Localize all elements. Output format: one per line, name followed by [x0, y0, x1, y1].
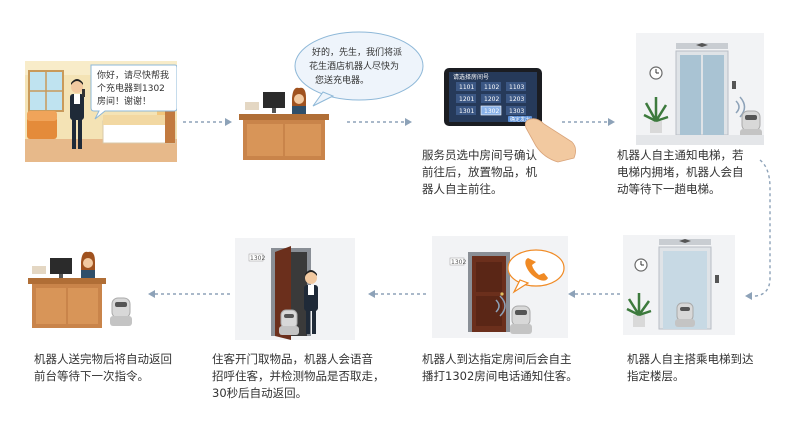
caption-phone-guest: 机器人到达指定房间后会自主 播打1302房间电话通知住客。 — [422, 351, 578, 385]
room-1102[interactable]: 1102 — [484, 84, 499, 91]
caption-guest-pickup-line-1: 住客开门取物品，机器人会语音 — [212, 352, 373, 366]
caption-ride-elevator: 机器人自主搭乘电梯到达 指定楼层。 — [627, 351, 754, 385]
tablet-scene: 请选择房间号 1101 1102 1103 1201 1202 1203 130… — [440, 62, 580, 164]
guest-speech-line-2: 个充电器到1302 — [97, 82, 165, 94]
caption-select-room-line-2: 前往后，放置物品，机 — [422, 165, 537, 179]
tablet-title: 请选择房间号 — [453, 73, 489, 81]
caption-call-elevator-line-3: 动等待下一趟电梯。 — [617, 182, 721, 196]
caption-return-desk-line-1: 机器人送完物后将自动返回 — [34, 352, 172, 366]
room-1202[interactable]: 1202 — [484, 96, 499, 103]
door-number-plate: 1302 — [451, 259, 466, 266]
caption-select-room: 服务员选中房间号确认 前往后，放置物品，机 器人自主前往。 — [422, 147, 537, 198]
flow-arrow-1 — [183, 118, 232, 126]
phone-guest-scene: 1302 — [432, 236, 568, 338]
caption-phone-guest-line-2: 播打1302房间电话通知住客。 — [422, 369, 578, 383]
return-desk-scene — [28, 248, 140, 340]
room-1203[interactable]: 1203 — [509, 96, 524, 103]
desk-speech-line-1: 好的，先生，我们将派 — [312, 46, 402, 58]
room-1101[interactable]: 1101 — [459, 84, 474, 91]
guest-speech-line-1: 你好，请尽快帮我 — [97, 69, 169, 81]
caption-return-desk: 机器人送完物后将自动返回 前台等待下一次指令。 — [34, 351, 172, 385]
caption-guest-pickup-line-2: 招呼住客，并检测物品是否取走， — [212, 369, 385, 383]
flow-arrow-4-down — [745, 159, 771, 300]
room-1301[interactable]: 1301 — [459, 108, 474, 115]
tablet-confirm-button[interactable]: 确定发出 — [510, 116, 530, 123]
guest-room-scene: 你好，请尽快帮我 个充电器到1302 房间！谢谢！ — [25, 61, 177, 162]
flow-arrow-5 — [568, 290, 622, 298]
caption-ride-elevator-line-2: 指定楼层。 — [627, 369, 685, 383]
front-desk-scene: 好的，先生，我们将派 花生酒店机器人尽快为 您送充电器。 — [237, 22, 427, 162]
guest-pickup-scene: 1302 — [235, 238, 355, 340]
desk-speech-line-2: 花生酒店机器人尽快为 — [309, 60, 399, 72]
caption-phone-guest-line-1: 机器人到达指定房间后会自主 — [422, 352, 572, 366]
flow-arrow-6 — [368, 290, 428, 298]
flow-arrow-2 — [347, 118, 412, 126]
caption-guest-pickup-line-3: 30秒后自动返回。 — [212, 386, 308, 400]
desk-speech-line-3: 您送充电器。 — [315, 74, 369, 86]
caption-call-elevator-line-1: 机器人自主通知电梯，若 — [617, 148, 744, 162]
caption-call-elevator: 机器人自主通知电梯，若 电梯内拥堵，机器人会自 动等待下一趟电梯。 — [617, 147, 744, 198]
door-number-plate-open: 1302 — [250, 255, 265, 262]
ride-elevator-scene — [623, 235, 735, 335]
room-1201[interactable]: 1201 — [459, 96, 474, 103]
caption-call-elevator-line-2: 电梯内拥堵，机器人会自 — [617, 165, 744, 179]
room-1302-selected[interactable]: 1302 — [484, 108, 499, 115]
caption-ride-elevator-line-1: 机器人自主搭乘电梯到达 — [627, 352, 754, 366]
room-1103[interactable]: 1103 — [509, 84, 524, 91]
flow-arrow-7 — [148, 290, 232, 298]
caption-select-room-line-3: 器人自主前往。 — [422, 182, 503, 196]
call-elevator-scene — [636, 33, 764, 145]
caption-guest-pickup: 住客开门取物品，机器人会语音 招呼住客，并检测物品是否取走， 30秒后自动返回。 — [212, 351, 385, 402]
room-1303[interactable]: 1303 — [509, 108, 524, 115]
caption-select-room-line-1: 服务员选中房间号确认 — [422, 148, 537, 162]
guest-speech-line-3: 房间！谢谢！ — [97, 95, 151, 107]
caption-return-desk-line-2: 前台等待下一次指令。 — [34, 369, 149, 383]
flow-arrow-3 — [562, 118, 615, 126]
